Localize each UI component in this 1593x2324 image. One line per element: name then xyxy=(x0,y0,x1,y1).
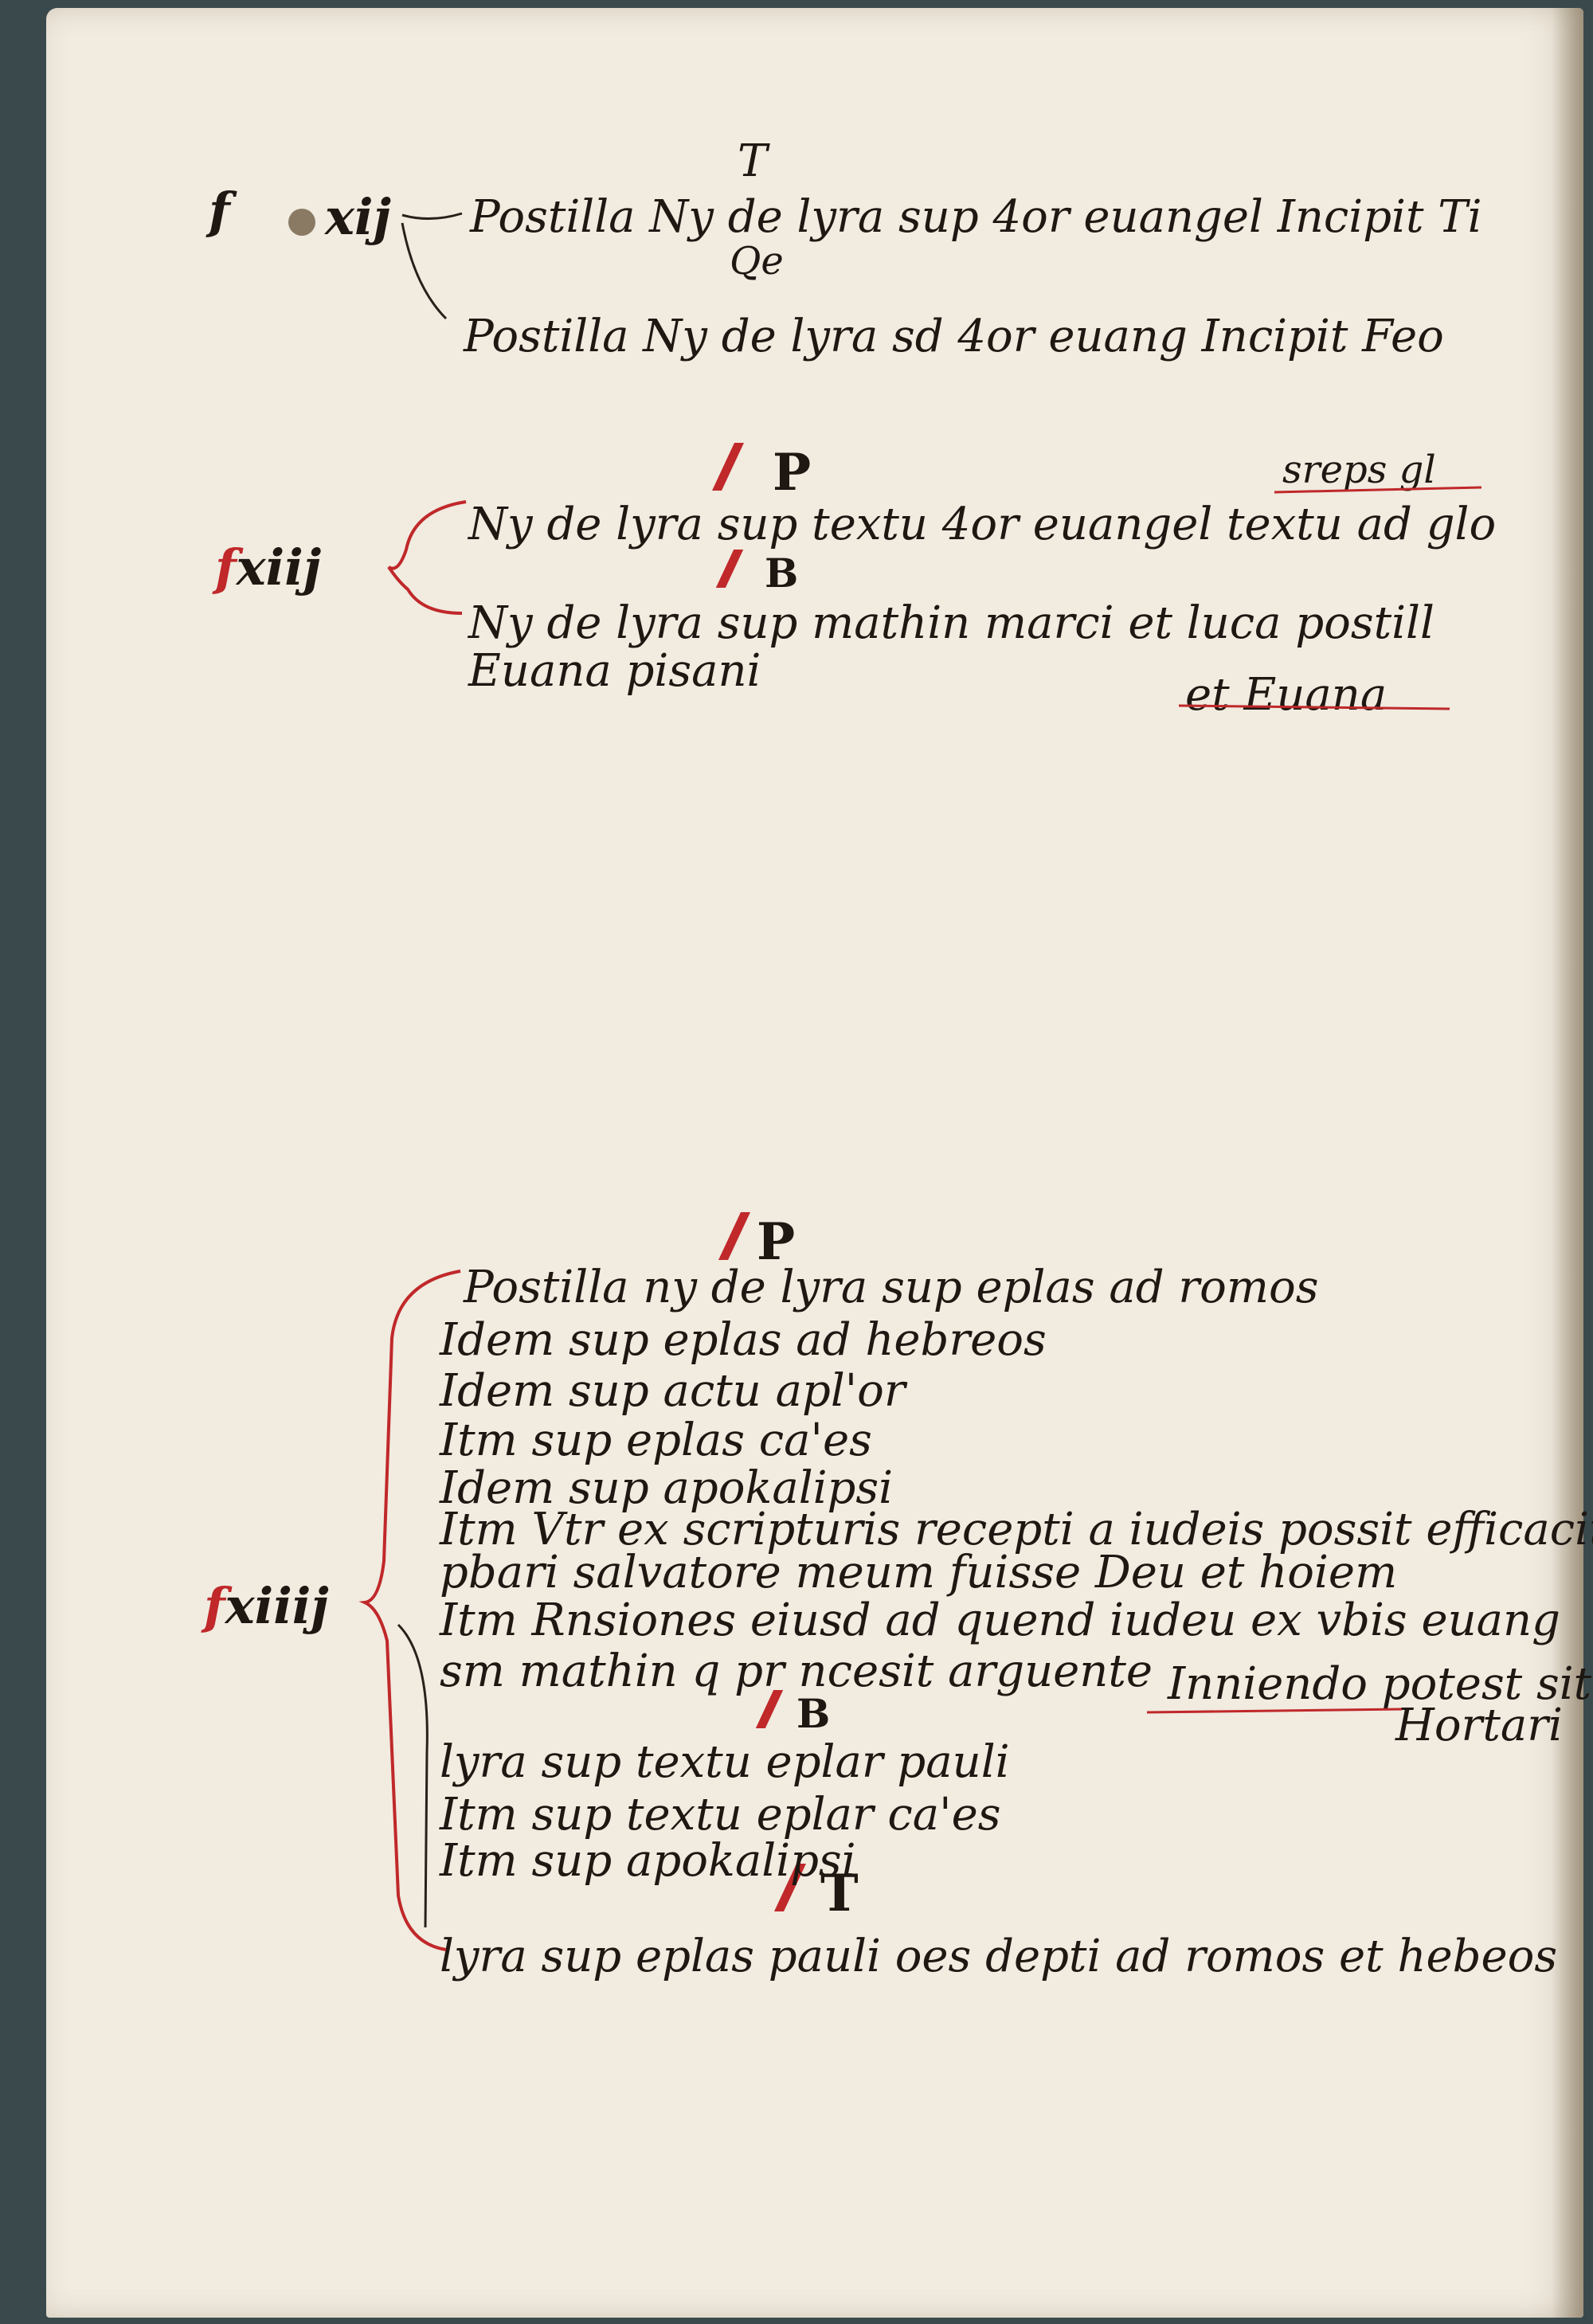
entry-line: Itm sup textu eplar ca'es xyxy=(440,1789,1001,1841)
initial-t: T xyxy=(820,1864,859,1923)
entry-line: Idem sup actu apl'or xyxy=(440,1365,906,1417)
folio-label-13: fxiij xyxy=(215,538,321,597)
gloss-above: sreps gl xyxy=(1282,448,1436,492)
entry-line: Ny de lyra sup textu 4or euangel textu a… xyxy=(468,499,1497,550)
folio-label-f: f xyxy=(209,182,230,240)
entry-line: lyra sup eplas pauli oes depti ad romos … xyxy=(440,1931,1558,1982)
entry-line: lyra sup textu eplar pauli xyxy=(440,1736,1010,1788)
letter-mark-top: T xyxy=(738,135,768,187)
entry-line: Itm Rnsiones eiusd ad quend iudeu ex vbi… xyxy=(440,1594,1560,1646)
entry-line: Postilla Ny de lyra sd 4or euang Incipit… xyxy=(464,311,1444,362)
entry-line: Idem sup apokalipsi xyxy=(440,1462,894,1514)
entry-line: Itm sup eplas ca'es xyxy=(440,1414,872,1466)
underline-sec2 xyxy=(1274,486,1482,494)
entry-line: Itm Vtr ex scripturis recepti a iudeis p… xyxy=(440,1504,1593,1555)
folio-number-12: xij xyxy=(325,188,391,246)
entry-line: Itm sup apokalipsi xyxy=(440,1835,856,1887)
underline-sec3 xyxy=(1146,1708,1403,1714)
entry-line: Postilla Ny de lyra sup 4or euangel Inci… xyxy=(470,191,1482,243)
folio-label-f: f xyxy=(215,538,237,597)
folio-number-14: xiiij xyxy=(225,1577,329,1635)
gloss-inline: Inniendo potest sit ex xyxy=(1168,1658,1593,1710)
initial-b: B xyxy=(796,1690,831,1737)
entry-line: Euana pisani xyxy=(468,645,761,697)
bracket-sec3-inner xyxy=(397,1623,429,1928)
folio-label-12: f xyxy=(209,182,230,240)
entry-line: Ny de lyra sup mathin marci et luca post… xyxy=(468,597,1434,649)
initial-p: P xyxy=(757,1212,796,1272)
initial-b: B xyxy=(765,550,799,597)
bracket-sec3 xyxy=(358,1270,461,1951)
folio-label-14: fxiiij xyxy=(204,1577,329,1635)
gloss-below: et Euana xyxy=(1185,669,1388,721)
entry-line: Postilla ny de lyra sup eplas ad romos xyxy=(464,1262,1319,1313)
entry-line: sm mathin q pr ncesit arguente xyxy=(440,1645,1153,1697)
underline-sec2b xyxy=(1178,704,1450,710)
bracket-sec1 xyxy=(401,212,463,320)
gloss-below: Hortari xyxy=(1395,1700,1563,1751)
folio-label-f: f xyxy=(204,1577,225,1635)
letter-mark-mid: Qe xyxy=(730,239,784,284)
bracket-sec2 xyxy=(387,500,467,615)
initial-p: P xyxy=(773,443,812,503)
manuscript-page xyxy=(46,8,1583,2318)
ink-blot xyxy=(288,209,315,236)
entry-line: pbari salvatore meum fuisse Deu et hoiem xyxy=(440,1547,1398,1598)
entry-line: Idem sup eplas ad hebreos xyxy=(440,1314,1047,1366)
folio-number-13: xiij xyxy=(236,538,322,597)
page-gutter-shadow xyxy=(1552,8,1583,2318)
